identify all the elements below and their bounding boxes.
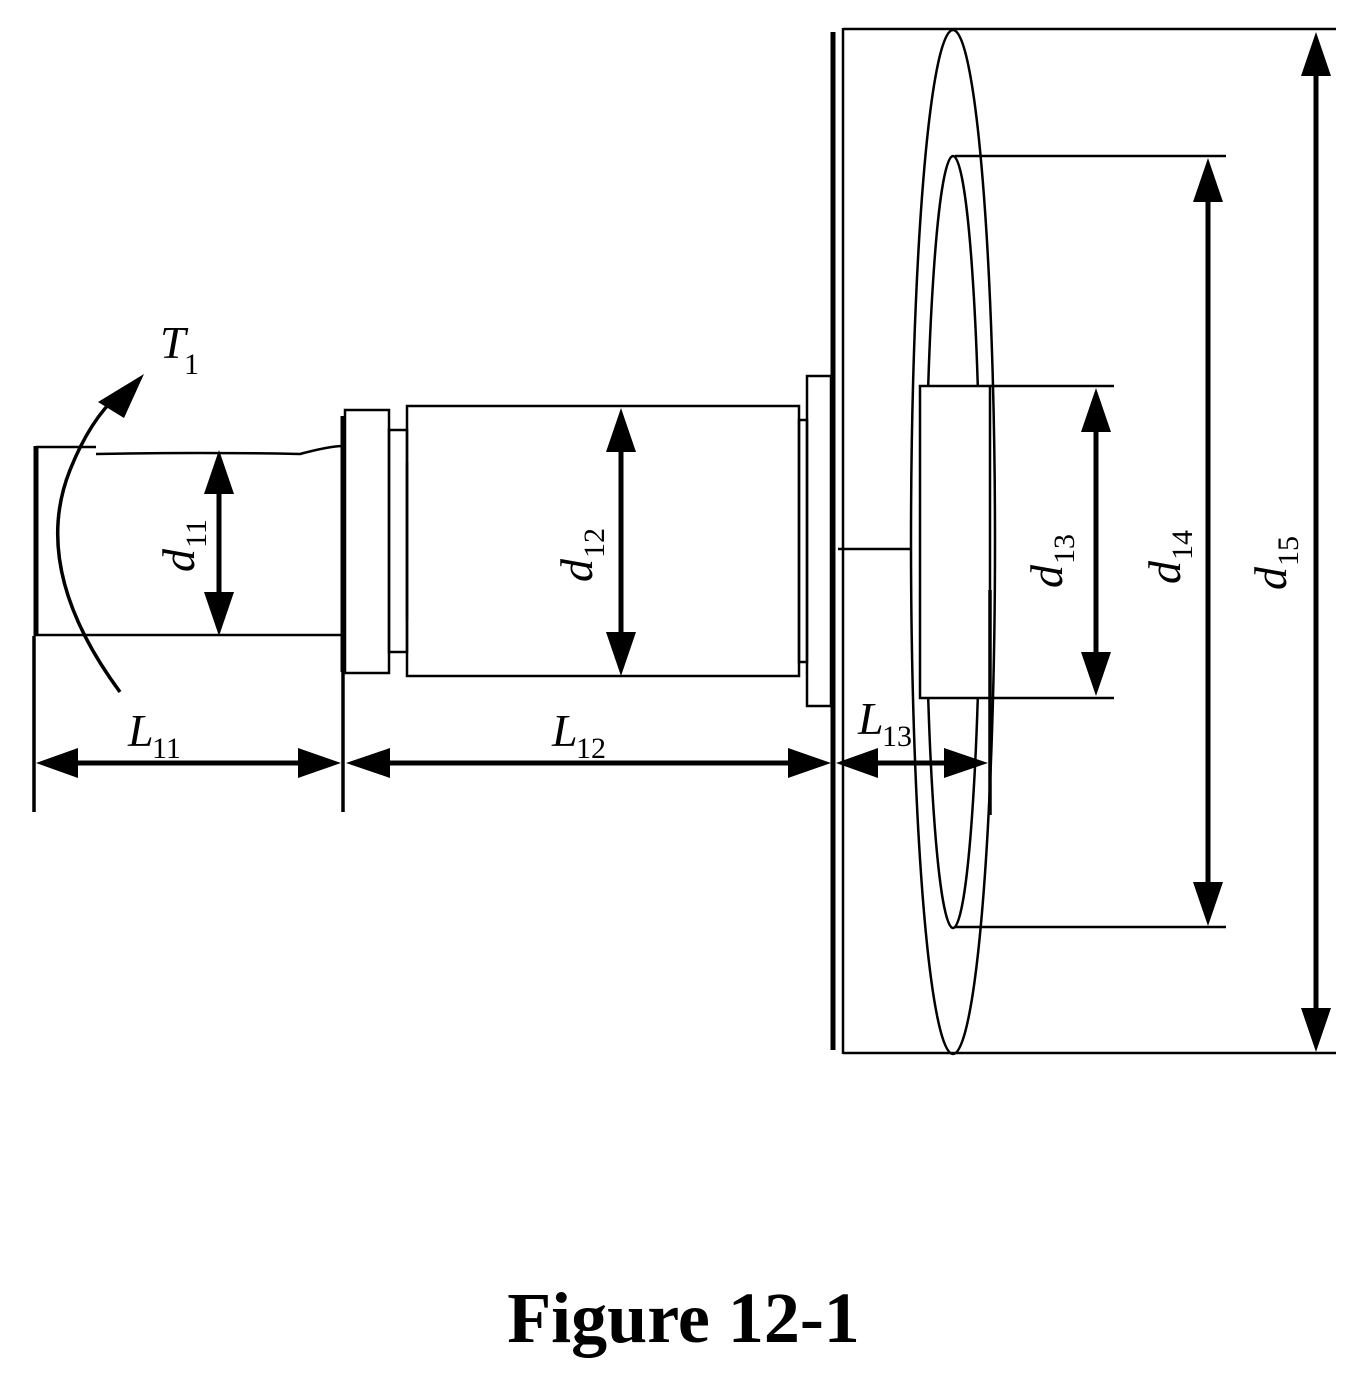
svg-text:12: 12 <box>578 528 611 558</box>
svg-text:11: 11 <box>180 519 213 548</box>
label-T1: T 1 <box>160 317 199 381</box>
dimension-d14 <box>1193 158 1223 926</box>
disc-assembly <box>830 27 1336 1056</box>
svg-text:d: d <box>1021 564 1072 588</box>
dimension-d13 <box>1081 388 1111 696</box>
dimension-d15 <box>1301 32 1331 1052</box>
svg-text:L: L <box>127 705 154 756</box>
svg-text:11: 11 <box>152 732 181 765</box>
svg-text:L: L <box>551 705 578 756</box>
dimension-L11 <box>36 748 341 778</box>
label-d11: d 11 <box>153 519 213 572</box>
svg-text:d: d <box>153 548 204 572</box>
shaft-section-1 <box>33 444 344 637</box>
dimension-L12 <box>346 748 831 778</box>
figure-caption: Figure 12-1 <box>507 1278 860 1358</box>
label-L13: L 13 <box>857 693 912 753</box>
label-d14: d 14 <box>1139 530 1199 584</box>
length-extension-lines <box>32 636 835 812</box>
label-L12: L 12 <box>551 705 606 765</box>
svg-text:T: T <box>160 317 189 368</box>
collar-1 <box>340 408 409 675</box>
dimension-d12 <box>606 408 636 676</box>
svg-text:d: d <box>551 558 602 582</box>
svg-text:14: 14 <box>1166 530 1199 560</box>
label-d13: d 13 <box>1021 534 1081 588</box>
svg-text:13: 13 <box>882 720 912 753</box>
svg-text:13: 13 <box>1048 534 1081 564</box>
svg-text:1: 1 <box>184 348 199 381</box>
svg-text:L: L <box>857 693 884 744</box>
torque-arrow <box>55 374 144 694</box>
svg-text:d: d <box>1245 566 1296 590</box>
dimension-L13 <box>836 748 988 778</box>
svg-text:12: 12 <box>576 732 606 765</box>
label-L11: L 11 <box>127 705 181 765</box>
dimension-d11 <box>204 450 234 636</box>
label-d12: d 12 <box>551 528 611 582</box>
label-d15: d 15 <box>1245 536 1305 590</box>
svg-text:d: d <box>1139 560 1190 584</box>
svg-text:15: 15 <box>1272 536 1305 566</box>
